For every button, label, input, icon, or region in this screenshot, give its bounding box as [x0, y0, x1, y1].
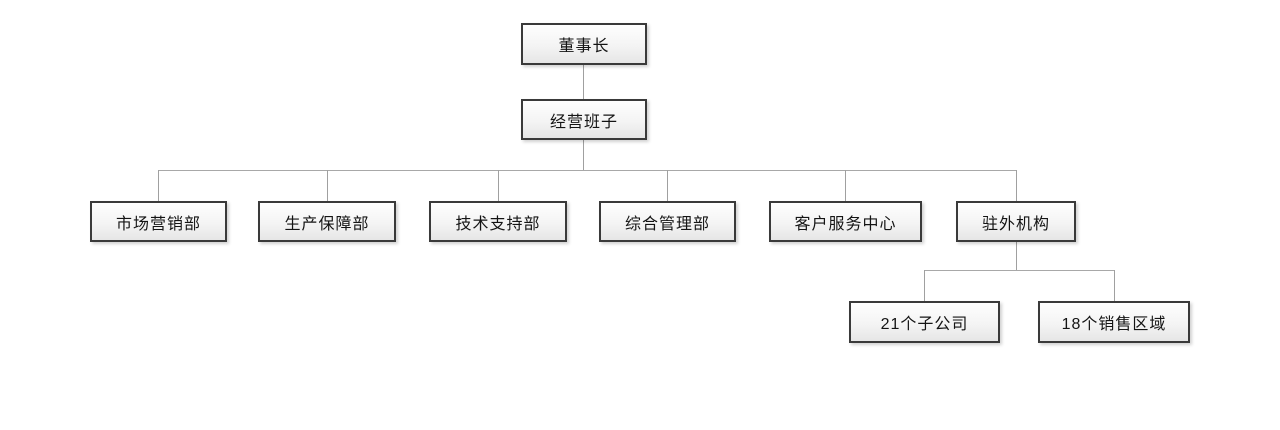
connector-drop-tech-support: [498, 170, 499, 201]
connector-level4-bus: [924, 270, 1115, 271]
connector-drop-customer-service: [845, 170, 846, 201]
org-node-admin-label: 综合管理部: [624, 215, 710, 233]
connector-drop-marketing: [158, 170, 159, 201]
org-node-admin: 综合管理部: [599, 201, 736, 242]
org-node-tech-support: 技术支持部: [429, 201, 567, 242]
org-node-customer-service: 客户服务中心: [769, 201, 922, 242]
org-node-chairman: 董事长: [521, 23, 647, 65]
org-node-marketing-label: 市场营销部: [115, 215, 201, 233]
connector-chairman-management: [583, 65, 584, 99]
connector-level3-bus: [158, 170, 1017, 171]
org-node-customer-service-label: 客户服务中心: [794, 215, 897, 233]
org-node-field-offices: 驻外机构: [956, 201, 1076, 242]
org-node-management-label: 经营班子: [549, 113, 618, 131]
org-node-subsidiaries-label: 21个子公司: [880, 316, 969, 333]
org-node-field-offices-label: 驻外机构: [981, 215, 1050, 233]
org-node-sales-regions-label: 18个销售区域: [1061, 316, 1167, 333]
org-node-chairman-label: 董事长: [558, 38, 610, 55]
org-node-subsidiaries: 21个子公司: [849, 301, 1000, 343]
connector-drop-production: [327, 170, 328, 201]
org-node-management: 经营班子: [521, 99, 647, 140]
connector-management-bus: [583, 140, 584, 170]
connector-drop-field-offices: [1016, 170, 1017, 201]
connector-drop-sales-regions: [1114, 270, 1115, 301]
connector-drop-admin: [667, 170, 668, 201]
org-node-production: 生产保障部: [258, 201, 396, 242]
org-node-marketing: 市场营销部: [90, 201, 227, 242]
org-node-sales-regions: 18个销售区域: [1038, 301, 1190, 343]
connector-drop-subsidiaries: [924, 270, 925, 301]
org-node-tech-support-label: 技术支持部: [455, 215, 541, 233]
org-node-production-label: 生产保障部: [284, 215, 370, 233]
connector-field-offices-bus: [1016, 242, 1017, 270]
